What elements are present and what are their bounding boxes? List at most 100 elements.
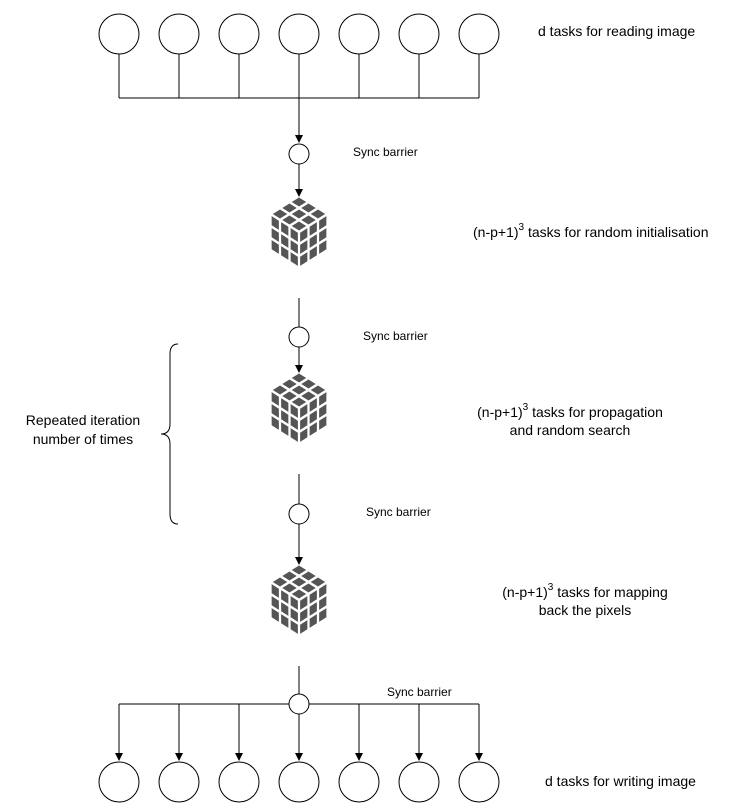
cube-tile — [271, 228, 279, 242]
mapping-line-2: back the pixels — [538, 602, 632, 618]
cube-tile — [291, 209, 307, 219]
cube-tile — [282, 379, 297, 389]
write-task-node — [458, 761, 500, 803]
cube-tile — [281, 246, 289, 260]
read-tasks-label: d tasks for reading image — [538, 23, 696, 39]
cube-tile — [290, 620, 298, 634]
cube-tile — [282, 203, 297, 213]
cube-tile — [319, 584, 327, 598]
write-task-node — [98, 761, 140, 803]
cube-tile — [300, 240, 308, 254]
cube-tile — [272, 385, 288, 395]
init-tasks-label: (n-p+1)3 tasks for random initialisation — [473, 222, 709, 240]
cube-tile — [290, 428, 298, 442]
cube-tile — [282, 215, 297, 225]
cube-tile — [309, 422, 317, 436]
propagation-exponent: 3 — [522, 402, 529, 414]
cube-tile — [272, 209, 288, 219]
propagation-tasks-label: (n-p+1)3 tasks for propagation and rando… — [470, 402, 670, 438]
cube-tile — [291, 221, 307, 231]
cube-tile — [290, 596, 298, 610]
mapping-suffix: tasks for mapping — [553, 584, 668, 600]
sync-barrier-label-2: Sync barrier — [363, 329, 428, 343]
init-tasks-suffix: tasks for random initialisation — [524, 224, 709, 240]
cube-tile — [319, 416, 327, 430]
cube-tile — [309, 590, 317, 604]
cube-tile — [319, 608, 327, 622]
cube-tile — [290, 404, 298, 418]
cube-tile — [301, 215, 316, 225]
cube-tile — [309, 234, 317, 248]
cube-tile — [271, 240, 279, 254]
cube-tile — [319, 240, 327, 254]
cube-tile — [281, 234, 289, 248]
mapping-exponent: 3 — [547, 582, 554, 594]
cube-tile — [309, 222, 317, 236]
cube-tile — [271, 416, 279, 430]
cube-tile — [281, 222, 289, 236]
read-task-nodes — [98, 13, 500, 55]
cube-tile — [291, 385, 307, 395]
cube-tile — [281, 590, 289, 604]
cube-tile — [300, 620, 308, 634]
cube-tile — [301, 379, 316, 389]
cube-tile — [300, 596, 308, 610]
cube-tile — [309, 398, 317, 412]
mapping-tasks-label: (n-p+1)3 tasks for mapping back the pixe… — [485, 582, 685, 618]
cube-tile — [309, 602, 317, 616]
cube-tile — [281, 410, 289, 424]
repeat-line-2: number of times — [32, 431, 134, 447]
cube-tile — [282, 391, 297, 401]
write-task-node — [338, 761, 380, 803]
cube-tile — [290, 608, 298, 622]
cube-tile — [281, 422, 289, 436]
cube-tile — [319, 392, 327, 406]
cube-tile — [300, 404, 308, 418]
cube-tile — [290, 228, 298, 242]
cube-tile — [271, 584, 279, 598]
propagation-line-2: and random search — [509, 422, 631, 438]
task-cube-propagation — [271, 373, 327, 442]
write-task-nodes — [98, 761, 500, 803]
cube-tile — [271, 392, 279, 406]
cube-tile — [300, 608, 308, 622]
cube-tile — [310, 385, 326, 395]
cube-tile — [271, 596, 279, 610]
cube-tile — [310, 209, 326, 219]
write-fan-out — [115, 703, 483, 761]
write-tasks-label: d tasks for writing image — [545, 773, 696, 789]
cube-tile — [300, 228, 308, 242]
cube-tile — [319, 216, 327, 230]
sync-barrier-label-4: Sync barrier — [387, 685, 452, 699]
init-tasks-exponent: 3 — [518, 222, 525, 234]
cube-tile — [301, 391, 316, 401]
cube-tile — [291, 197, 307, 207]
cube-tile — [291, 373, 307, 383]
cube-tile — [290, 416, 298, 430]
repeat-line-1: Repeated iteration — [25, 412, 141, 428]
repeat-label: Repeated iteration number of times — [13, 412, 153, 447]
mapping-line-1: (n-p+1)3 tasks for mapping — [485, 582, 685, 600]
cube-tile — [271, 608, 279, 622]
propagation-suffix: tasks for propagation — [528, 404, 663, 420]
cube-tile — [290, 240, 298, 254]
cube-tile — [281, 602, 289, 616]
cube-tile — [309, 614, 317, 628]
mapping-prefix: (n-p+1) — [502, 584, 548, 600]
sync-barrier-label-1: Sync barrier — [353, 145, 418, 159]
iteration-brace — [160, 343, 179, 525]
cube-tile — [319, 228, 327, 242]
cube-tile — [319, 404, 327, 418]
cube-tile — [281, 398, 289, 412]
cube-tile — [309, 246, 317, 260]
cube-tile — [301, 203, 316, 213]
cube-tile — [271, 404, 279, 418]
cube-tile — [271, 216, 279, 230]
cube-tile — [300, 428, 308, 442]
propagation-line-1: (n-p+1)3 tasks for propagation — [470, 402, 670, 420]
write-task-node — [278, 761, 320, 803]
cube-tile — [300, 416, 308, 430]
write-task-node — [158, 761, 200, 803]
cube-tile — [309, 410, 317, 424]
